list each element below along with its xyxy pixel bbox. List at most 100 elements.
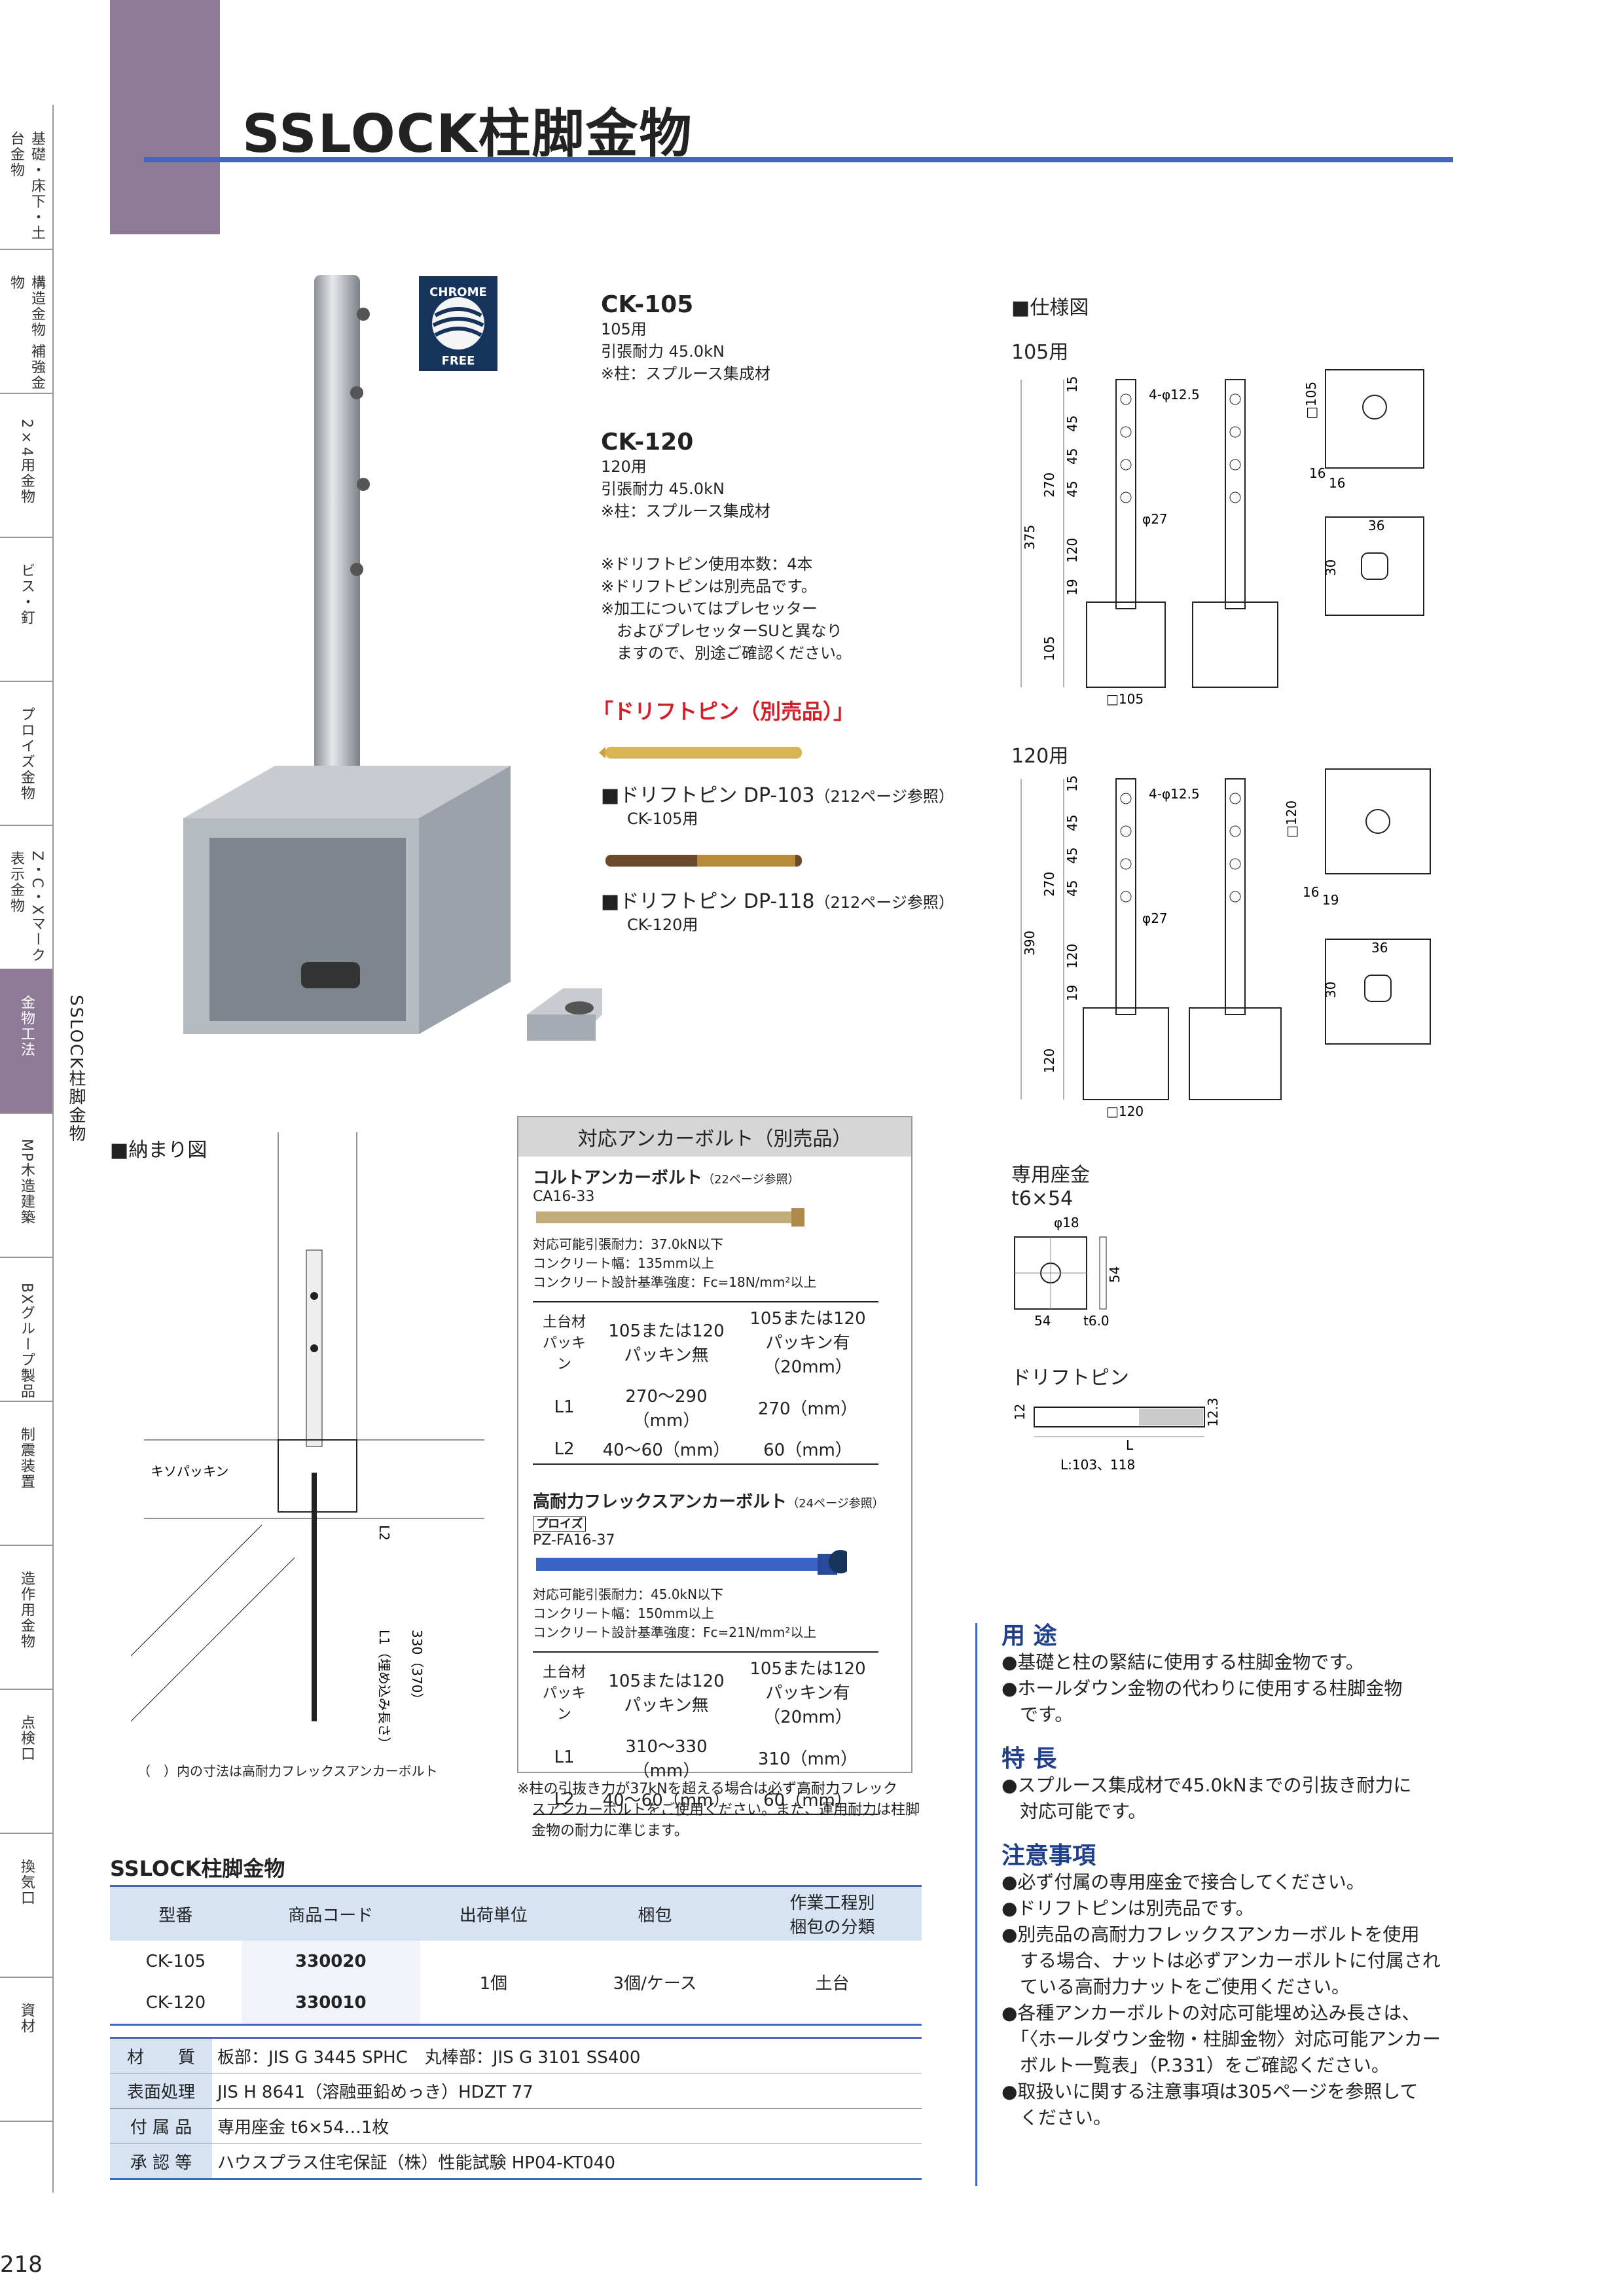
svg-text:54: 54 xyxy=(1034,1313,1051,1329)
drift-pin-dp118-image xyxy=(605,855,802,867)
svg-text:120: 120 xyxy=(1064,944,1080,969)
svg-text:390: 390 xyxy=(1022,931,1038,956)
svg-text:19: 19 xyxy=(1064,579,1080,596)
page-title: SSLOCK柱脚金物 xyxy=(242,103,693,164)
svg-text:FREE: FREE xyxy=(442,354,475,368)
svg-text:30: 30 xyxy=(1323,982,1339,998)
colt-anchor-image xyxy=(536,1208,804,1227)
svg-text:45: 45 xyxy=(1064,880,1080,897)
side-tab[interactable]: MP木造建築 xyxy=(0,1113,52,1258)
svg-text:φ18: φ18 xyxy=(1054,1215,1079,1230)
right-section-line xyxy=(975,1623,977,2186)
product-ck120: CK-120 120用 引張耐力 45.0kN ※柱：スプルース集成材 xyxy=(601,429,770,520)
spec-120-drawing: 390 15 45 45 45 270 120 19 120 □120 4-φ1… xyxy=(1020,768,1431,1119)
spec-diagram-heading: ■仕様図 xyxy=(1011,296,1089,319)
side-tab[interactable]: 制震装置 xyxy=(0,1401,52,1546)
svg-text:□105: □105 xyxy=(1303,382,1319,419)
side-tab[interactable]: 資材 xyxy=(0,1977,52,2122)
install-drawing: キソパッキン L2 L1（埋め込み長さ） 330（370） xyxy=(131,1132,484,1750)
svg-text:15: 15 xyxy=(1064,776,1080,792)
install-heading: ■納まり図 xyxy=(110,1139,208,1162)
svg-text:12: 12 xyxy=(1012,1404,1028,1420)
svg-text:45: 45 xyxy=(1064,416,1080,432)
svg-text:L1（埋め込み長さ）: L1（埋め込み長さ） xyxy=(376,1630,392,1750)
svg-text:330（370）: 330（370） xyxy=(409,1630,425,1706)
svg-text:19: 19 xyxy=(1064,985,1080,1001)
svg-text:□120: □120 xyxy=(1106,1103,1144,1119)
side-tab[interactable]: BXグループ製品 xyxy=(0,1257,52,1402)
product-ck105: CK-105 105用 引張耐力 45.0kN ※柱：スプルース集成材 xyxy=(601,291,770,383)
svg-text:45: 45 xyxy=(1064,448,1080,465)
anchor-bolt-box: 対応アンカーボルト（別売品） コルトアンカーボルト（22ページ参照） CA16-… xyxy=(517,1116,912,1815)
svg-text:270: 270 xyxy=(1041,473,1057,497)
header-color-block xyxy=(110,0,220,234)
svg-text:54: 54 xyxy=(1107,1266,1123,1283)
product-notes: ※ドリフトピン使用本数：4本 ※ドリフトピンは別売品です。 ※加工についてはプレ… xyxy=(601,555,852,662)
product-table-title: SSLOCK柱脚金物 xyxy=(110,1856,285,1881)
drift-pin-heading: 「ドリフトピン（別売品）」 xyxy=(592,699,855,724)
side-tab-bar: 基礎・床下・土台金物 構造金物 補強金物 2×4用金物 ビス・釘 プロイズ金物 … xyxy=(0,105,54,2193)
chrome-free-badge: CHROME FREE xyxy=(419,276,497,371)
drift-pin-dp103: ■ドリフトピン DP-103（212ページ参照） CK-105用 xyxy=(601,784,954,828)
svg-text:36: 36 xyxy=(1368,518,1384,533)
svg-text:375: 375 xyxy=(1022,525,1038,550)
spec-105-drawing: 375 15 45 45 45 270 120 19 105 □105 4-φ1… xyxy=(1020,369,1424,707)
install-note: （ ）内の寸法は高耐力フレックスアンカーボルト xyxy=(137,1763,438,1779)
svg-text:30: 30 xyxy=(1323,560,1339,576)
svg-text:CHROME: CHROME xyxy=(429,285,487,299)
svg-text:L2: L2 xyxy=(376,1525,392,1541)
svg-text:L: L xyxy=(1126,1437,1134,1453)
anchor-footnote: ※柱の引抜き力が37kNを超える場合は必ず高耐力フレック スアンカーボルトをご使… xyxy=(517,1781,920,1839)
svg-text:120: 120 xyxy=(1064,538,1080,563)
side-tab[interactable]: 換気口 xyxy=(0,1833,52,1978)
svg-text:15: 15 xyxy=(1064,376,1080,393)
svg-text:16: 16 xyxy=(1303,884,1319,900)
side-tab[interactable]: プロイズ金物 xyxy=(0,681,52,826)
svg-text:19: 19 xyxy=(1322,892,1339,908)
svg-text:12.3: 12.3 xyxy=(1205,1397,1221,1427)
flex-anchor-image xyxy=(536,1550,852,1575)
svg-text:16: 16 xyxy=(1309,465,1326,481)
svg-text:φ27: φ27 xyxy=(1142,511,1168,527)
side-tab[interactable]: Z・C・Xマーク表示金物 xyxy=(0,825,52,970)
spec-105-label: 105用 xyxy=(1011,341,1069,364)
svg-text:t6.0: t6.0 xyxy=(1083,1313,1110,1329)
svg-text:□120: □120 xyxy=(1284,800,1299,838)
side-tab[interactable]: 構造金物 補強金物 xyxy=(0,249,52,394)
right-text-sections: 用 途 ●基礎と柱の緊結に使用する柱脚金物です。●ホールダウン金物の代わりに使用… xyxy=(1001,1623,1441,2129)
svg-text:L:103、118: L:103、118 xyxy=(1060,1457,1135,1473)
spec-120-label: 120用 xyxy=(1011,745,1069,768)
svg-text:45: 45 xyxy=(1064,481,1080,497)
side-tab[interactable]: 点検口 xyxy=(0,1689,52,1834)
drift-pin-dp103-image xyxy=(599,747,802,759)
svg-text:16: 16 xyxy=(1329,475,1345,491)
product-photo xyxy=(183,275,602,1041)
svg-text:120: 120 xyxy=(1041,1049,1057,1073)
side-tab[interactable]: 2×4用金物 xyxy=(0,393,52,538)
pin-label: ドリフトピン xyxy=(1011,1367,1129,1390)
svg-text:270: 270 xyxy=(1041,872,1057,897)
svg-text:36: 36 xyxy=(1371,940,1388,956)
side-tab-active[interactable]: 金物工法 xyxy=(0,969,52,1114)
washer-drawing: φ18 54 54 t6.0 xyxy=(1014,1215,1123,1329)
drift-pin-dp118: ■ドリフトピン DP-118（212ページ参照） CK-120用 xyxy=(601,890,954,934)
svg-text:45: 45 xyxy=(1064,815,1080,831)
page-number: 218 xyxy=(0,2251,43,2278)
title-underline xyxy=(144,157,1453,162)
side-subtitle: SSLOCK柱脚金物 xyxy=(66,995,86,1143)
side-tab[interactable]: ビス・釘 xyxy=(0,537,52,682)
spec-table: 材 質板部：JIS G 3445 SPHC 丸棒部：JIS G 3101 SS4… xyxy=(110,2037,922,2180)
side-tab[interactable]: 造作用金物 xyxy=(0,1545,52,1690)
washer-label: 専用座金 t6×54 xyxy=(1011,1164,1090,1210)
svg-text:4-φ12.5: 4-φ12.5 xyxy=(1149,786,1200,802)
svg-text:φ27: φ27 xyxy=(1142,910,1168,926)
svg-text:キソパッキン: キソパッキン xyxy=(151,1463,228,1479)
svg-text:105: 105 xyxy=(1041,636,1057,661)
pin-drawing: 12 12.3 L L:103、118 xyxy=(1012,1397,1221,1473)
svg-text:4-φ12.5: 4-φ12.5 xyxy=(1149,387,1200,403)
svg-text:□105: □105 xyxy=(1106,691,1144,707)
side-tab[interactable]: 基礎・床下・土台金物 xyxy=(0,105,52,250)
